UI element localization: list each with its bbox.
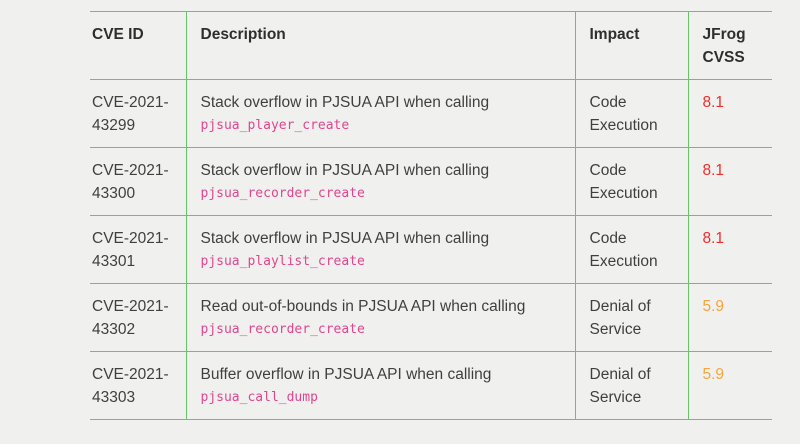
impact-cell: Code Execution xyxy=(574,79,688,148)
description-code: pjsua_call_dump xyxy=(200,390,318,405)
table-body: CVE-2021-43299 Stack overflow in PJSUA A… xyxy=(90,79,772,420)
cvss-score: 8.1 xyxy=(702,94,725,111)
cvss-cell: 8.1 xyxy=(687,147,772,216)
description-cell: Buffer overflow in PJSUA API when callin… xyxy=(185,351,575,420)
col-header-cve-id: CVE ID xyxy=(90,11,186,80)
description-code: pjsua_player_create xyxy=(200,118,350,133)
description-code: pjsua_playlist_create xyxy=(200,254,365,269)
col-header-description: Description xyxy=(185,11,575,80)
description-cell: Stack overflow in PJSUA API when calling… xyxy=(185,215,575,284)
cvss-cell: 8.1 xyxy=(687,79,772,148)
cve-id-cell: CVE-2021-43303 xyxy=(90,351,186,420)
description-text: Stack overflow in PJSUA API when calling xyxy=(200,162,490,179)
cvss-score: 5.9 xyxy=(702,366,725,383)
header-row: CVE ID Description Impact JFrog CVSS xyxy=(90,11,772,80)
cvss-score: 8.1 xyxy=(702,230,725,247)
description-text: Buffer overflow in PJSUA API when callin… xyxy=(200,366,492,383)
impact-cell: Code Execution xyxy=(574,147,688,216)
table-row: CVE-2021-43300 Stack overflow in PJSUA A… xyxy=(90,147,772,216)
table-row: CVE-2021-43302 Read out-of-bounds in PJS… xyxy=(90,283,772,352)
cve-id-cell: CVE-2021-43301 xyxy=(90,215,186,284)
cve-table: CVE ID Description Impact JFrog CVSS CVE… xyxy=(90,11,772,420)
cve-id-cell: CVE-2021-43302 xyxy=(90,283,186,352)
table-row: CVE-2021-43299 Stack overflow in PJSUA A… xyxy=(90,79,772,148)
cvss-cell: 8.1 xyxy=(687,215,772,284)
description-code: pjsua_recorder_create xyxy=(200,322,365,337)
cvss-score: 8.1 xyxy=(702,162,725,179)
cve-id-cell: CVE-2021-43300 xyxy=(90,147,186,216)
cvss-score: 5.9 xyxy=(702,298,725,315)
impact-cell: Denial of Service xyxy=(574,283,688,352)
cvss-cell: 5.9 xyxy=(687,351,772,420)
table-row: CVE-2021-43303 Buffer overflow in PJSUA … xyxy=(90,351,772,420)
description-text: Stack overflow in PJSUA API when calling xyxy=(200,230,490,247)
impact-cell: Denial of Service xyxy=(574,351,688,420)
impact-cell: Code Execution xyxy=(574,215,688,284)
cvss-cell: 5.9 xyxy=(687,283,772,352)
description-text: Read out-of-bounds in PJSUA API when cal… xyxy=(200,298,526,315)
description-text: Stack overflow in PJSUA API when calling xyxy=(200,94,490,111)
description-cell: Stack overflow in PJSUA API when calling… xyxy=(185,79,575,148)
cve-id-cell: CVE-2021-43299 xyxy=(90,79,186,148)
table-row: CVE-2021-43301 Stack overflow in PJSUA A… xyxy=(90,215,772,284)
description-code: pjsua_recorder_create xyxy=(200,186,365,201)
col-header-jfrog-cvss: JFrog CVSS xyxy=(687,11,772,80)
description-cell: Read out-of-bounds in PJSUA API when cal… xyxy=(185,283,575,352)
col-header-impact: Impact xyxy=(574,11,688,80)
table-header: CVE ID Description Impact JFrog CVSS xyxy=(90,11,772,80)
description-cell: Stack overflow in PJSUA API when calling… xyxy=(185,147,575,216)
